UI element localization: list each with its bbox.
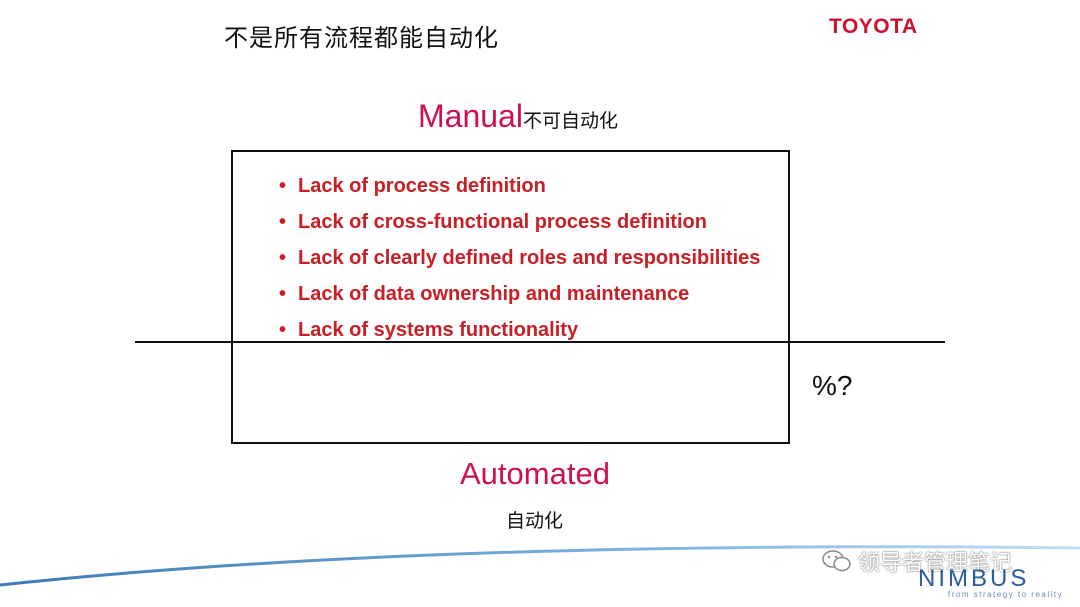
bullet-item: • Lack of process definition bbox=[279, 171, 779, 202]
bullet-text: Lack of process definition bbox=[298, 175, 546, 197]
manual-heading: Manual不可自动化 bbox=[418, 98, 618, 135]
wechat-icon bbox=[822, 549, 852, 579]
slide-title: 不是所有流程都能自动化 bbox=[224, 24, 499, 52]
watermark-text: 领导者管理笔记 bbox=[858, 551, 1013, 576]
bullet-list: • Lack of process definition • Lack of cro… bbox=[279, 171, 779, 351]
toyota-logo: TOYOTA bbox=[829, 15, 918, 38]
bullet-item: • Lack of cross-functional process defini… bbox=[279, 207, 779, 238]
bullet-item: • Lack of systems functionality bbox=[279, 315, 779, 346]
automated-zh-label: 自动化 bbox=[506, 510, 564, 532]
manual-zh-label: 不可自动化 bbox=[522, 110, 618, 132]
nimbus-tagline: from strategy to reality bbox=[948, 590, 1064, 599]
bullet-text: Lack of cross-functional process definit… bbox=[298, 211, 707, 233]
bullet-item: • Lack of clearly defined roles and respo… bbox=[279, 243, 779, 274]
bullet-marker: • bbox=[279, 175, 287, 197]
nimbus-logo: NIMBUS bbox=[918, 565, 1030, 592]
watermark: 领导者管理笔记 bbox=[822, 545, 1012, 579]
automated-label: Automated bbox=[460, 456, 610, 491]
bullet-marker: • bbox=[279, 283, 287, 305]
bullet-item: • Lack of data ownership and maintenance bbox=[279, 279, 779, 310]
bullet-marker: • bbox=[279, 211, 287, 233]
automation-divider-line bbox=[135, 341, 945, 343]
process-box bbox=[231, 150, 790, 444]
bullet-marker: • bbox=[279, 247, 287, 269]
bullet-text: Lack of systems functionality bbox=[298, 319, 579, 341]
footer-swoosh bbox=[0, 545, 1080, 587]
percent-label: %? bbox=[812, 370, 853, 401]
manual-label: Manual bbox=[418, 98, 523, 134]
bullet-marker: • bbox=[279, 319, 287, 341]
bullet-text: Lack of data ownership and maintenance bbox=[298, 283, 690, 305]
bullet-text: Lack of clearly defined roles and respon… bbox=[298, 247, 761, 269]
